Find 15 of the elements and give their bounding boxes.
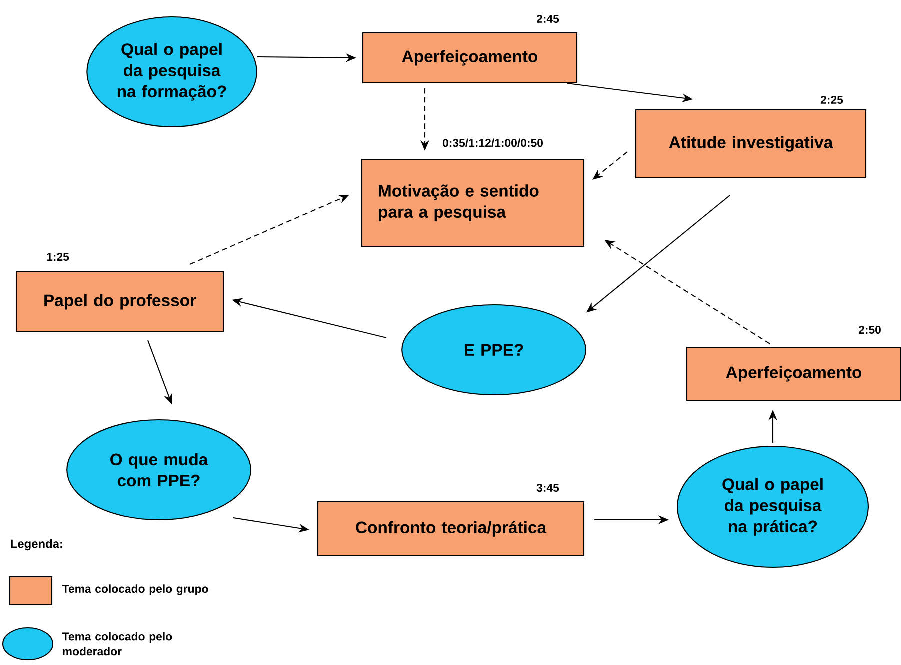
topic-box: Aperfeiçoamento [686, 346, 901, 402]
topic-box: Atitude investigativa [635, 109, 867, 179]
time-label: 1:25 [47, 252, 70, 262]
legend-text: Tema colocado pelo moderador [62, 632, 172, 656]
topic-box: Aperfeiçoamento [362, 32, 578, 84]
topic-box: Motivação e sentido para a pesquisa [361, 158, 585, 248]
topic-box: Papel do professor [16, 271, 224, 333]
legend-text: Tema colocado pelo grupo [62, 584, 208, 596]
legend-title: Legenda: [11, 539, 62, 551]
time-label: 2:25 [820, 96, 844, 104]
time-label: 2:45 [536, 14, 560, 24]
time-label: 0:35/1:12/1:00/0:50 [442, 138, 543, 148]
time-label: 2:50 [858, 326, 881, 334]
time-label: 3:45 [536, 484, 560, 492]
topic-box: Confronto teoria/prática [317, 501, 585, 557]
